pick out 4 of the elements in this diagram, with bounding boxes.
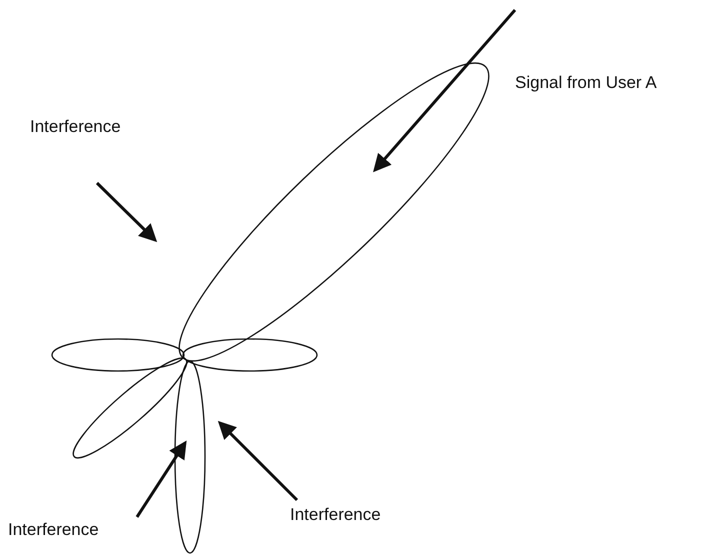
annotation-label: Interference — [30, 117, 121, 137]
annotation-label: Interference — [290, 505, 381, 525]
annotation-label: Interference — [8, 520, 99, 540]
annotation-label: Signal from User A — [515, 73, 657, 93]
